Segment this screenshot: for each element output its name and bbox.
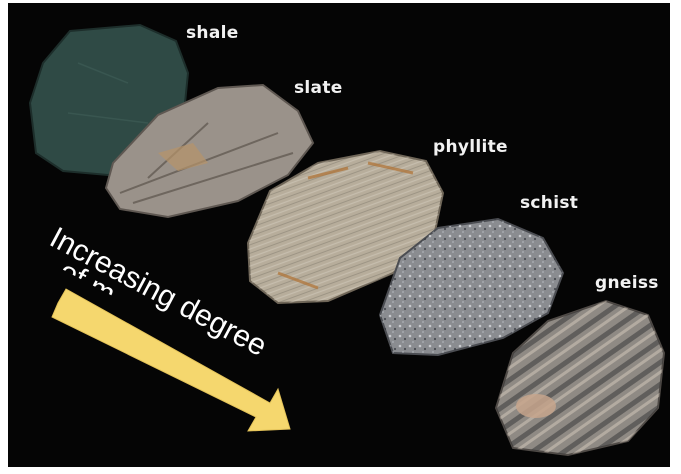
direction-arrow-icon bbox=[8, 3, 670, 467]
label-gneiss: gneiss bbox=[595, 273, 659, 293]
label-phyllite: phyllite bbox=[433, 137, 508, 157]
label-shale: shale bbox=[186, 23, 239, 43]
label-slate: slate bbox=[294, 78, 343, 98]
metamorphic-rocks-photo: shale slate phyllite schist gneiss Incre… bbox=[8, 3, 670, 467]
label-schist: schist bbox=[520, 193, 578, 213]
